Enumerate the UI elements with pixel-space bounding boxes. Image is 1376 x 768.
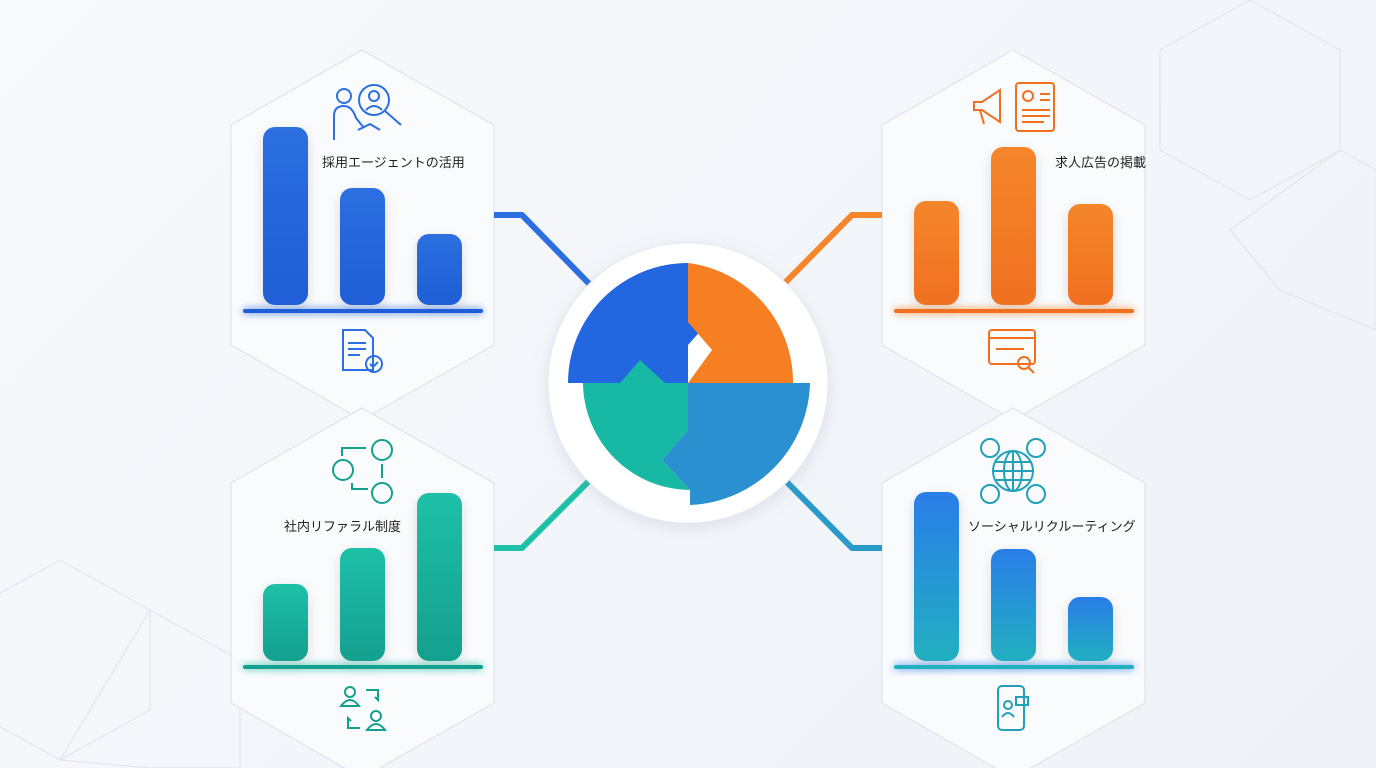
bar-agent-2 (340, 187, 385, 305)
megaphone-resume-icon (973, 82, 1055, 132)
browser-search-icon (988, 329, 1036, 374)
panel-label-agent: 採用エージェントの活用 (322, 156, 465, 171)
bar-ads-1 (914, 200, 959, 305)
user-exchange-icon (338, 686, 388, 731)
agent-search-handshake-icon (333, 84, 402, 140)
social-globe-icon (980, 438, 1046, 504)
panel-label-ads: 求人広告の掲載 (1055, 156, 1147, 171)
bar-agent-3 (417, 233, 462, 305)
bar-agent-1 (263, 127, 308, 305)
bar-ads-3 (1068, 203, 1113, 305)
mobile-profile-icon (997, 685, 1029, 731)
bar-social-1 (914, 492, 959, 661)
bar-referral-3 (417, 493, 462, 661)
connectors (494, 212, 882, 551)
document-check-icon (342, 329, 383, 373)
panel-label-social: ソーシャルリクルーティング (968, 520, 1136, 535)
panel-label-referral: 社内リファラル制度 (284, 520, 402, 535)
bar-referral-2 (340, 548, 385, 661)
baseline-agent (243, 309, 483, 313)
baseline-social (894, 665, 1134, 669)
center-puzzle-pie (568, 263, 810, 505)
bar-social-2 (991, 549, 1036, 661)
baseline-referral (243, 665, 483, 669)
referral-network-icon (332, 439, 393, 504)
bar-ads-2 (991, 147, 1036, 305)
bar-referral-1 (263, 583, 308, 661)
bar-social-3 (1068, 596, 1113, 661)
baseline-ads (894, 309, 1134, 313)
